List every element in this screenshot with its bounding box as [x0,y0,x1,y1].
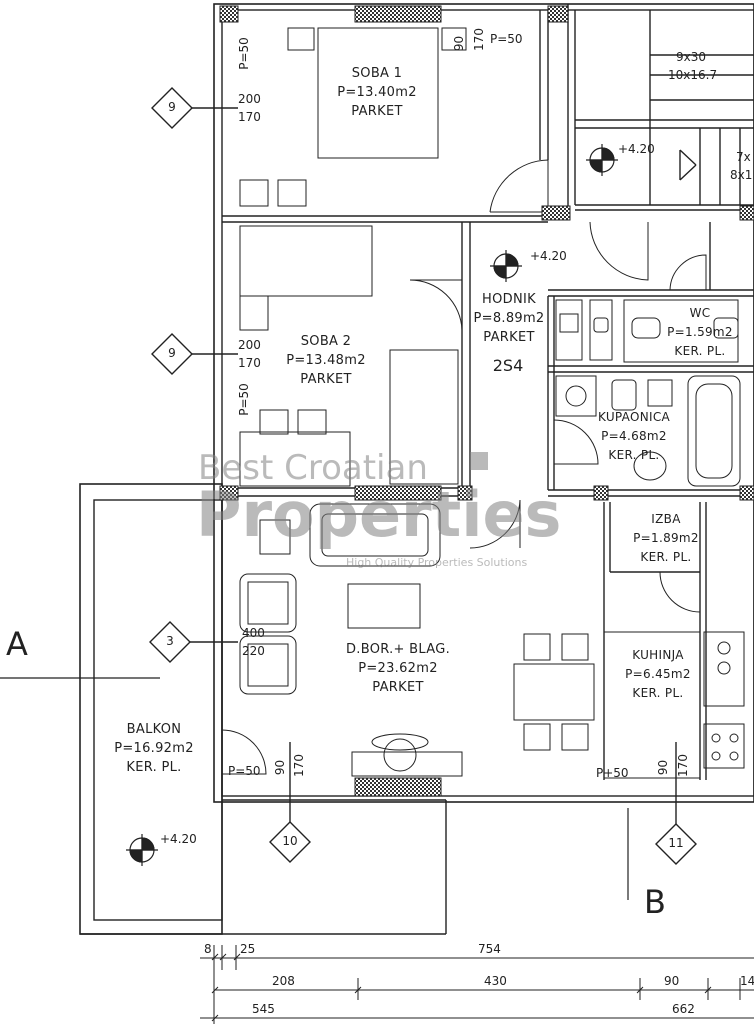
parapet-label: P=50 [228,764,261,778]
room-floor: KER. PL. [608,448,660,462]
room-area: P=13.40m2 [337,85,417,100]
room-area: P=1.89m2 [633,531,699,545]
stair-label: 10x16.7 [668,68,718,82]
section-mark-b: B [644,883,666,921]
level-label: +4.20 [160,832,197,846]
watermark-logo-square [470,452,488,470]
stair-label: 7x [736,150,751,164]
window-dim-label: 200 [238,338,261,352]
level-symbols [126,144,618,866]
room-area: P=16.92m2 [114,741,194,756]
room-name: IZBA [651,512,681,526]
dimension-label: 662 [672,1002,695,1016]
room-area: P=4.68m2 [601,429,667,443]
room-label-wc: WC P=1.59m2 KER. PL. [660,304,740,361]
doors [221,159,707,775]
room-label-izba: IZBA P=1.89m2 KER. PL. [626,510,706,567]
interior-walls [222,10,754,780]
window-dim-label: 170 [238,356,261,370]
dimension-label: 208 [272,974,295,988]
room-area: P=23.62m2 [358,661,438,676]
room-floor: PARKET [372,680,424,695]
room-name: KUHINJA [632,648,684,662]
window-marker-number: 3 [166,634,174,648]
window-dim-label: 200 [238,92,261,106]
balcony-outline [79,483,447,935]
window-dim-vertical: 170 [675,754,690,777]
window-marker-shapes [149,87,697,865]
window-dim-label: 220 [242,644,265,658]
room-label-soba-1: SOBA 1 P=13.40m2 PARKET [332,64,422,121]
room-label-soba-2: SOBA 2 P=13.48m2 PARKET [276,332,376,389]
room-floor: KER. PL. [126,760,182,775]
dimension-lines [200,945,754,1024]
staircase [575,10,754,205]
room-label-balkon: BALKON P=16.92m2 KER. PL. [106,720,202,777]
room-area: P=13.48m2 [286,353,366,368]
room-floor: PARKET [483,330,535,345]
window-dim-vertical: 170 [471,28,486,51]
level-label: +4.20 [618,142,655,156]
dimension-label: 14 [740,974,754,988]
dimension-label: 545 [252,1002,275,1016]
level-label: +4.20 [530,249,567,263]
room-name: SOBA 1 [351,66,403,81]
watermark-tagline: High Quality Properties Solutions [346,556,528,569]
section-mark-a: A [6,625,28,663]
room-area: P=6.45m2 [625,667,691,681]
room-label-kuhinja: KUHINJA P=6.45m2 KER. PL. [616,646,700,703]
room-label-dnevni-boravak: D.BOR.+ BLAG. P=23.62m2 PARKET [338,640,458,697]
room-name: HODNIK [482,292,536,307]
stair-label: 9x30 [676,50,707,64]
room-label-kupaonica: KUPAONICA P=4.68m2 KER. PL. [592,408,676,465]
window-marker-number: 9 [168,100,176,114]
exterior-walls [213,3,754,803]
room-name: KUPAONICA [597,410,671,424]
room-floor: PARKET [351,104,403,119]
room-name: BALKON [126,722,182,737]
room-area: P=8.89m2 [473,311,545,326]
window-dim-label: 400 [242,626,265,640]
parapet-label: P=50 [490,32,523,46]
room-name: D.BOR.+ BLAG. [345,642,451,657]
window-dim-vertical: 90 [273,759,288,776]
stair-label: 8x1 [730,168,753,182]
section-lines [0,677,629,900]
window-dim-vertical: 90 [452,35,467,52]
furniture [239,27,745,779]
room-floor: KER. PL. [632,686,684,700]
dimension-label: 8 [204,942,212,956]
window-dim-vertical: 170 [291,754,306,777]
dimension-label: 430 [484,974,507,988]
watermark-title: Best Croatian [198,448,428,488]
window-marker-number: 11 [668,836,684,850]
unit-code: 2S4 [492,356,524,375]
room-floor: KER. PL. [640,550,692,564]
room-name: WC [689,306,711,320]
dimension-label: 754 [478,942,501,956]
parapet-label: P=50 [236,37,251,70]
room-name: SOBA 2 [300,334,352,349]
room-floor: KER. PL. [674,344,726,358]
window-hatches [219,5,754,797]
dimension-label: 25 [240,942,256,956]
window-marker-number: 10 [282,834,298,848]
room-area: P=1.59m2 [667,325,733,339]
window-dim-vertical: 90 [656,759,671,776]
dimension-label: 90 [664,974,680,988]
watermark-brand: Properties [196,478,562,551]
parapet-label: P+50 [596,766,629,780]
room-label-hodnik: HODNIK P=8.89m2 PARKET [466,290,552,347]
parapet-label: P=50 [236,383,251,416]
window-marker-number: 9 [168,346,176,360]
room-floor: PARKET [300,372,352,387]
window-dim-label: 170 [238,110,261,124]
